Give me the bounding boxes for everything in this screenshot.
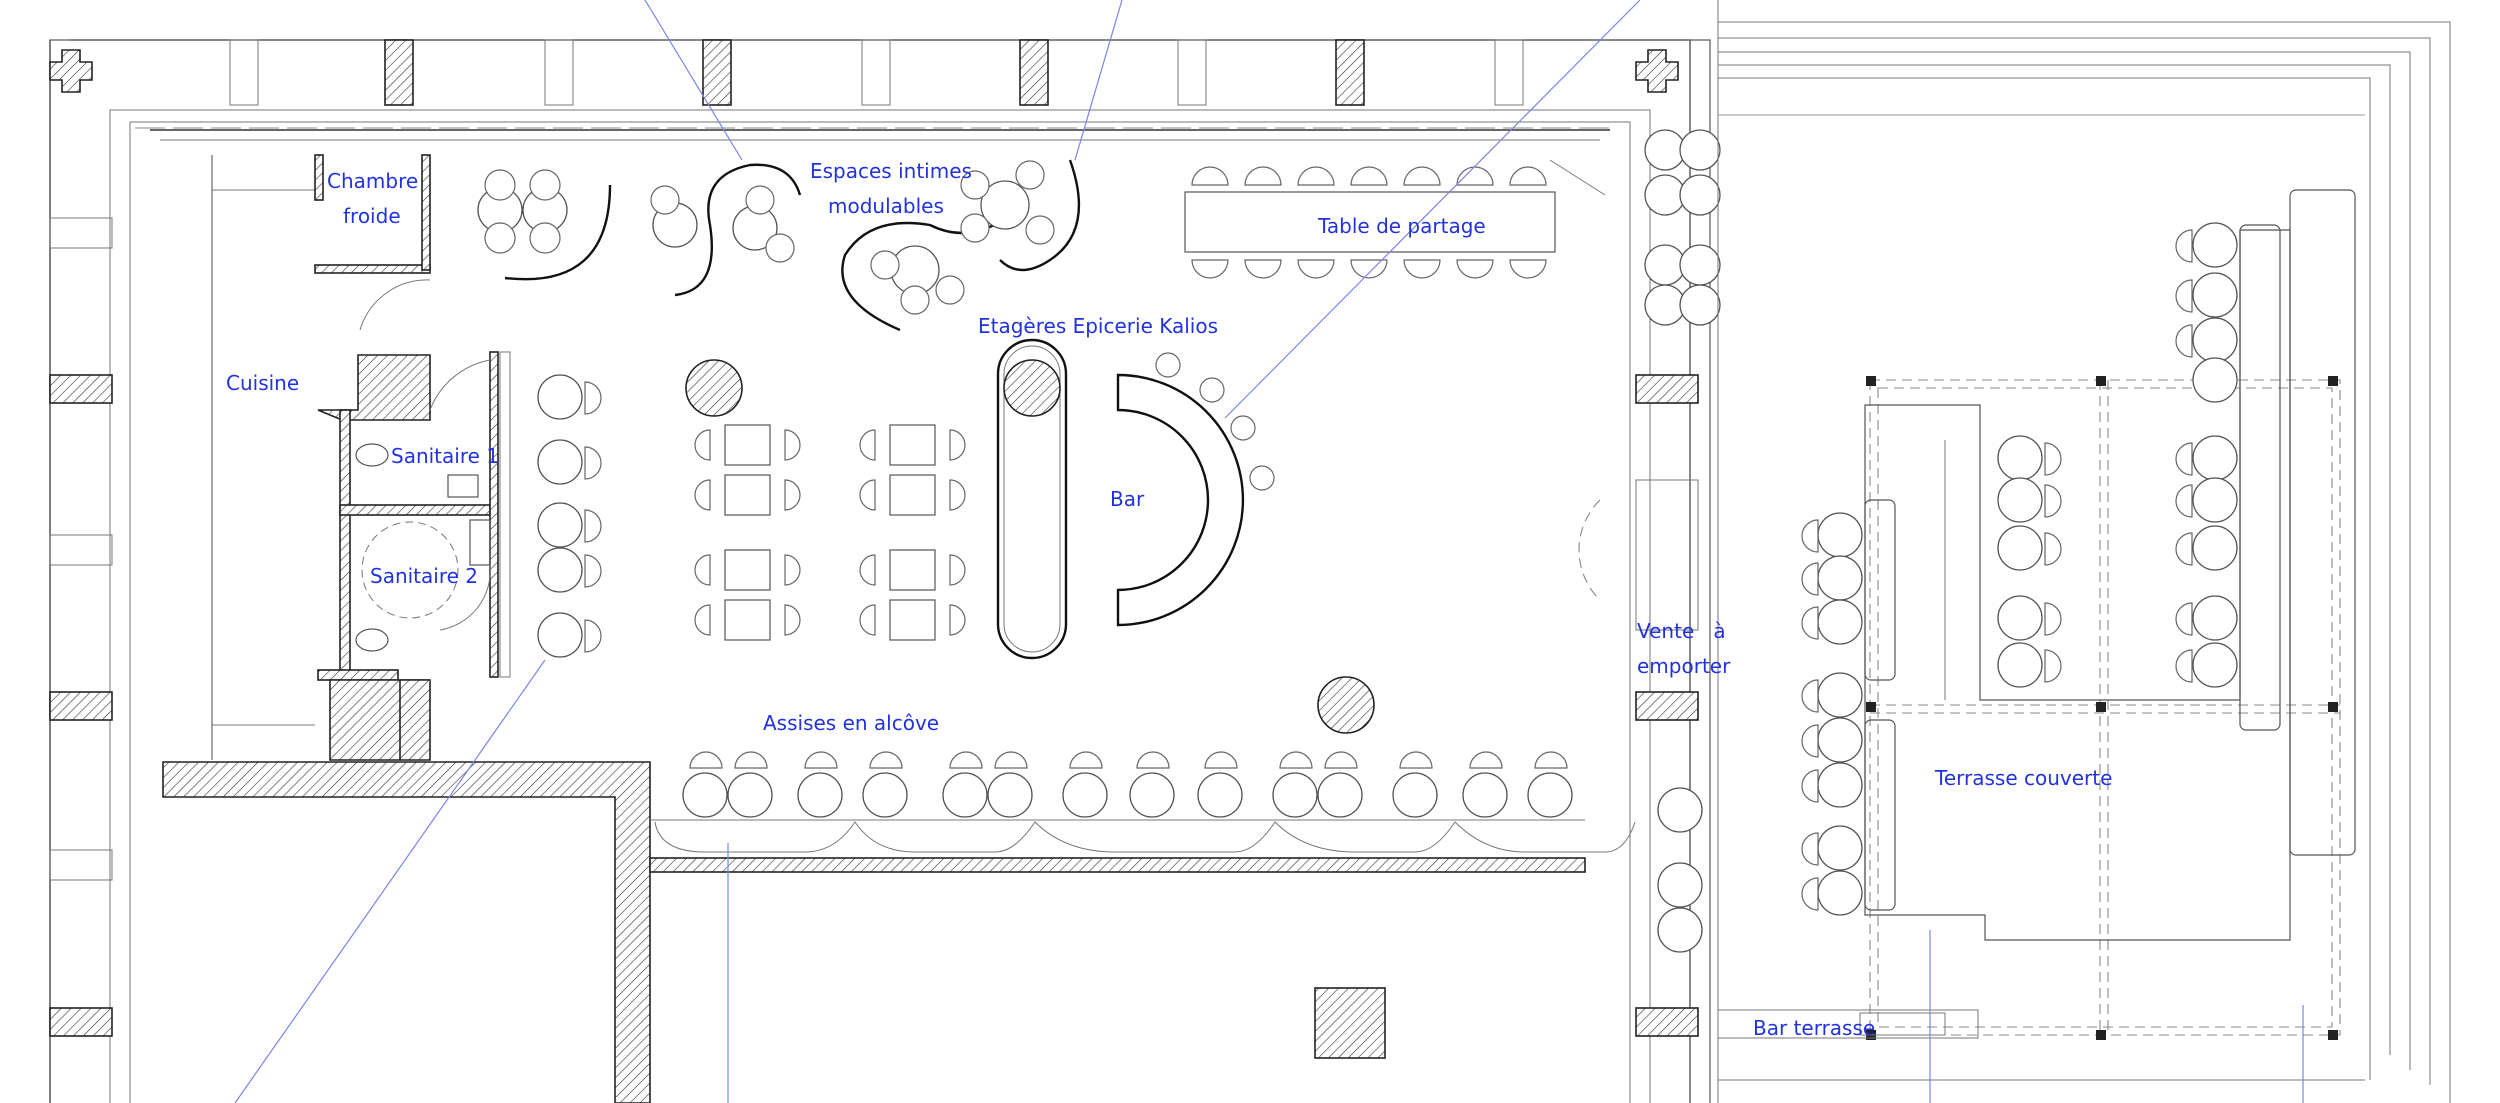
label-espaces-intimes-1: Espaces intimes — [810, 159, 972, 183]
bar-counter — [996, 338, 1275, 660]
label-vente-1: Vente à — [1637, 619, 1726, 643]
label-etageres: Etagères Epicerie Kalios — [978, 314, 1218, 338]
label-assises: Assises en alcôve — [763, 711, 939, 735]
kitchen-zone — [211, 154, 511, 761]
corner-columns — [49, 49, 1679, 93]
label-cuisine: Cuisine — [226, 371, 299, 395]
wall-counter-seats — [537, 374, 602, 658]
label-sanitaire-2: Sanitaire 2 — [370, 564, 478, 588]
label-bar: Bar — [1110, 487, 1145, 511]
top-windows — [135, 39, 1615, 129]
room-labels: Chambre froide Espaces intimes modulable… — [226, 159, 2112, 1040]
left-pilasters — [49, 217, 113, 1037]
terrace — [1717, 0, 2451, 1103]
label-sanitaire-1: Sanitaire 1 — [391, 444, 499, 468]
shared-table — [1184, 166, 1556, 279]
label-chambre-froide-2: froide — [343, 204, 401, 228]
leader-lines — [234, 0, 2304, 1103]
label-vente-2: emporter — [1637, 654, 1731, 678]
intimate-spaces — [477, 159, 1081, 332]
south-walls — [162, 761, 1636, 1103]
facade-seats — [1549, 129, 1721, 953]
alcove-seats — [682, 751, 1573, 818]
label-espaces-intimes-2: modulables — [828, 194, 944, 218]
label-bar-terrasse: Bar terrasse — [1753, 1016, 1875, 1040]
label-table-de-partage: Table de partage — [1317, 214, 1486, 238]
square-tables — [694, 424, 966, 641]
label-chambre-froide-1: Chambre — [327, 169, 418, 193]
right-pilasters — [1635, 374, 1699, 1037]
round-columns — [685, 359, 1375, 734]
label-terrasse-couverte: Terrasse couverte — [1934, 766, 2112, 790]
